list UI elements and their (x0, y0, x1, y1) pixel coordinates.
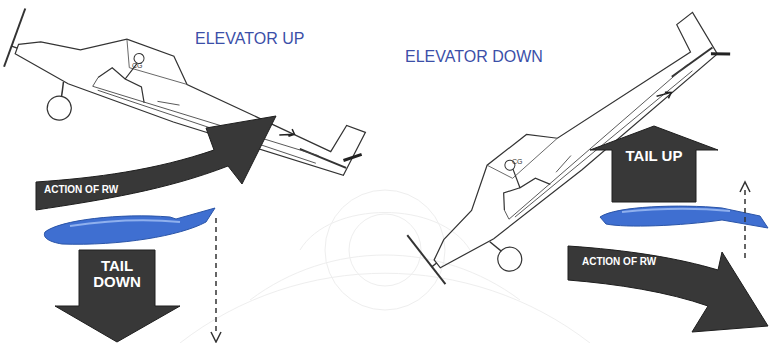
motion-arrow (657, 88, 674, 104)
arrow-fill (36, 116, 276, 210)
aircraft-drawing (0, 3, 371, 222)
arrow-fill (590, 126, 718, 202)
tailplane-airfoil (44, 208, 215, 244)
elevator-surface (711, 45, 730, 64)
motion-arrow (279, 126, 296, 140)
force-arrow: ACTION OF RW (568, 240, 770, 340)
tailplane-airfoil (600, 206, 768, 228)
watermark-emblem (180, 190, 590, 343)
arrow-label: ACTION OF RW (582, 257, 722, 268)
cg-mark: CG (132, 62, 143, 69)
aircraft-outline (0, 3, 367, 221)
force-arrow: TAIL DOWN (55, 250, 180, 342)
airfoil-highlight (622, 209, 730, 212)
arrow-outline (590, 126, 718, 202)
cg-mark: CG (512, 158, 523, 165)
force-arrow: ACTION OF RW (36, 112, 276, 212)
diagram-heading: ELEVATOR UP (195, 30, 304, 48)
arrow-fill (568, 246, 768, 332)
dashed-motion-line (744, 190, 746, 258)
arrowhead (211, 332, 221, 342)
arrow-outline (36, 112, 276, 212)
airfoil-highlight (70, 220, 180, 226)
arrowhead (740, 182, 750, 192)
arrow-fill (55, 250, 180, 342)
diagram-heading: ELEVATOR DOWN (405, 48, 543, 66)
arrow-outline (568, 240, 770, 340)
arrow-label: ACTION OF RW (44, 185, 194, 196)
arrow-label: TAIL UP (624, 148, 684, 164)
elevator-surface (343, 149, 361, 165)
force-arrow: TAIL UP (590, 126, 718, 202)
arrow-label: TAIL DOWN (87, 258, 147, 290)
dashed-motion-line (215, 218, 217, 334)
